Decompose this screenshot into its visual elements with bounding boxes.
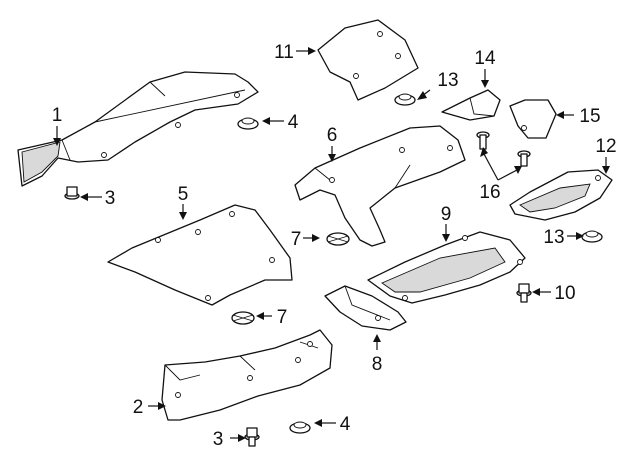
callout-13-upper: 13: [437, 70, 458, 91]
callout-3-upper: 3: [105, 188, 116, 209]
part-3-bolt-lower: [244, 427, 260, 447]
callout-4-upper: 4: [288, 112, 299, 133]
part-14-bracket: [441, 89, 501, 121]
callout-4-lower: 4: [340, 414, 351, 435]
callout-2: 2: [133, 397, 144, 418]
callout-9: 9: [441, 204, 452, 225]
part-8-bracket: [324, 285, 407, 331]
callout-14: 14: [474, 48, 496, 69]
callout-6: 6: [327, 125, 338, 146]
part-5-heat-shield: [107, 204, 293, 306]
part-13-nut-lower: [581, 230, 603, 243]
leader-lines: [53, 47, 610, 442]
part-11-heat-shield: [317, 19, 419, 101]
part-16-bolt-right: [517, 150, 531, 167]
part-1-heat-shield: [17, 71, 259, 187]
part-13-nut-upper: [394, 93, 416, 106]
part-6-heat-shield: [294, 125, 466, 247]
callout-13-lower: 13: [543, 227, 564, 248]
callout-11: 11: [274, 42, 294, 63]
part-16-bolt-left: [476, 131, 490, 150]
callout-labels: 1 2 3 3 4 4 5 6 7 7 8 9 10 11 12 13 13 1…: [52, 42, 617, 450]
part-7-clip-lower: [231, 311, 255, 325]
callout-8: 8: [372, 354, 383, 375]
callout-15: 15: [579, 106, 600, 127]
callout-7-lower: 7: [277, 307, 288, 328]
callout-10: 10: [554, 283, 575, 304]
part-10-bolt: [516, 283, 532, 303]
callout-1: 1: [52, 105, 63, 126]
part-12-heat-shield: [509, 169, 613, 221]
part-4-nut-upper: [237, 117, 259, 130]
part-4-nut-lower: [289, 421, 311, 434]
part-2-heat-shield: [161, 329, 333, 421]
callout-16: 16: [479, 182, 500, 203]
callout-5: 5: [178, 184, 189, 205]
callout-7-upper: 7: [291, 229, 302, 250]
part-7-clip-upper: [326, 232, 350, 246]
part-9-heat-shield: [367, 231, 526, 304]
callout-3-lower: 3: [213, 429, 224, 450]
part-3-bolt-upper: [64, 186, 80, 200]
part-15-bracket: [509, 99, 557, 139]
callout-12: 12: [595, 136, 616, 157]
